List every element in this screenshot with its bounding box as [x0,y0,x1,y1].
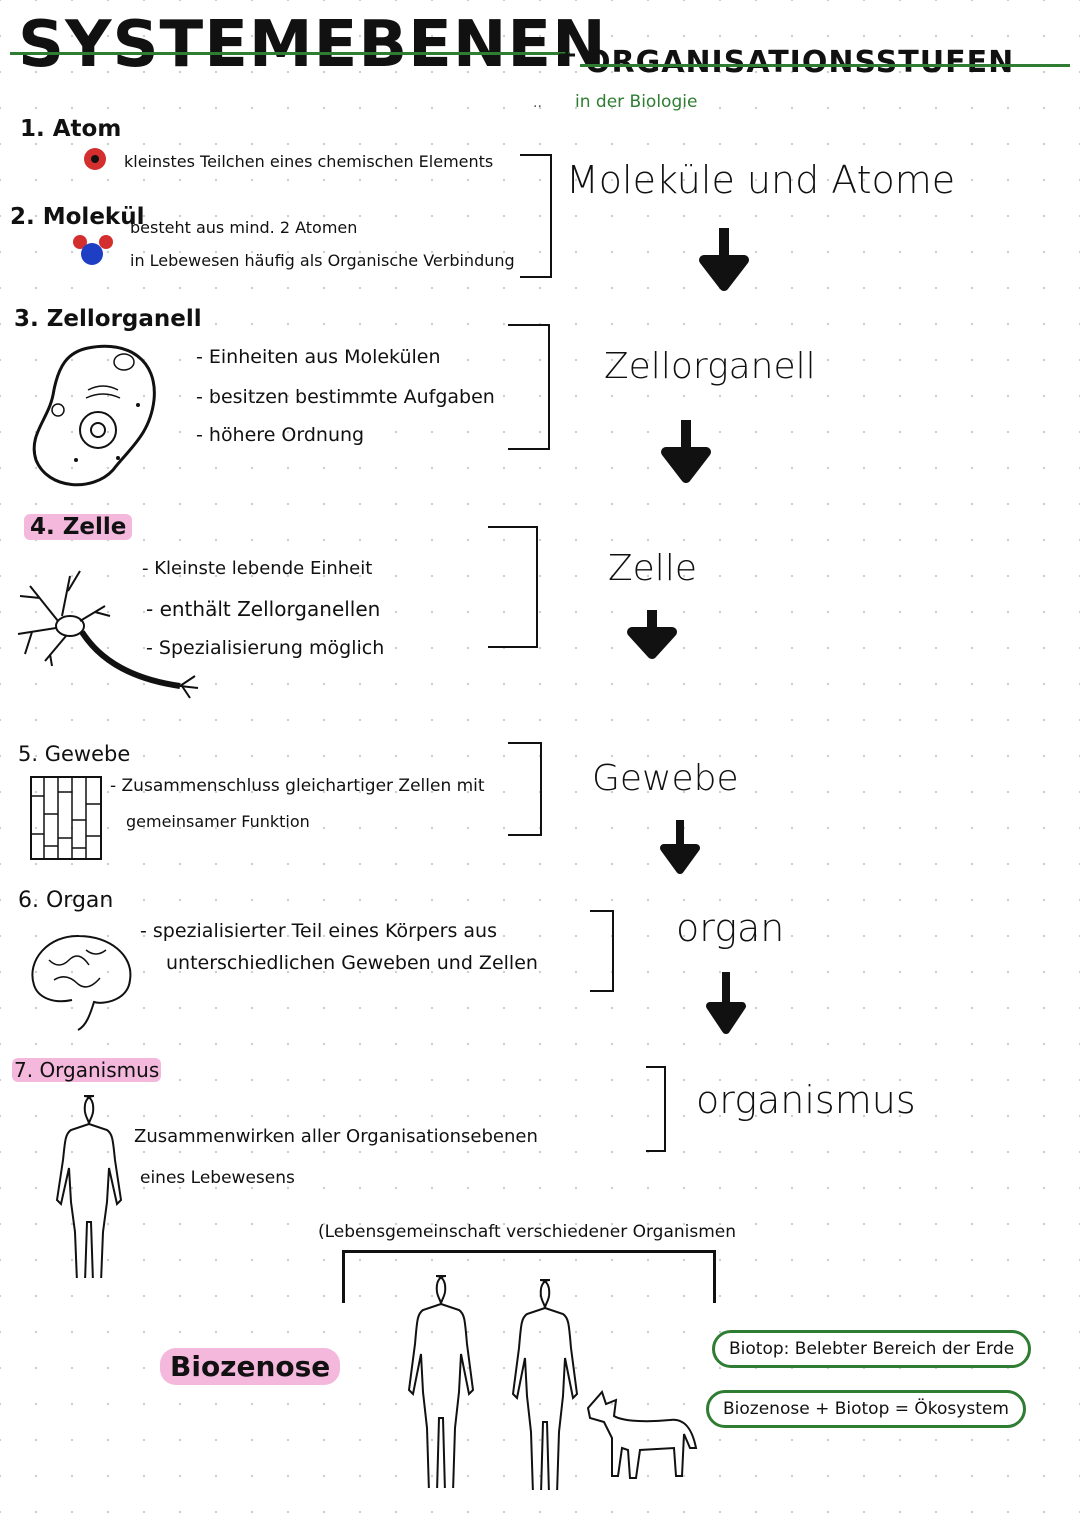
level-cell-heading-wrap: 4. Zelle [24,514,133,540]
biozenose-note: (Lebensgemeinschaft verschiedener Organi… [318,1222,737,1242]
molecule-line-1: besteht aus mind. 2 Atomen [130,218,358,237]
atom-line-1: kleinstes Teilchen eines chemischen Elem… [124,152,494,171]
arrow-down-icon [699,228,749,291]
right-label-cell: Zelle [608,548,697,589]
bracket-organ [590,910,614,992]
right-label-organism: organismus [696,1078,916,1122]
level-tissue-heading: 5. Gewebe [18,742,131,766]
biozenose-label: Biozenose [160,1348,341,1385]
arrow-down-icon [627,610,677,659]
plus-sign: + [556,40,578,70]
tissue-icon [30,776,102,860]
level-molecule-heading: 2. Molekül [10,204,145,230]
biozenose-bracket [342,1250,716,1303]
page-title-secondary: ORGANISATIONSSTUFEN [585,45,1015,80]
cell-line-1: - Kleinste lebende Einheit [142,558,373,579]
neuron-icon [17,570,199,699]
arrow-down-icon [661,420,711,483]
arrow-down-icon [706,972,746,1034]
bracket-tissue [508,742,542,836]
organelle-line-1: - Einheiten aus Molekülen [196,346,441,368]
organ-line-2: unterschiedlichen Geweben und Zellen [166,952,538,974]
human-figure-icon [55,1095,123,1278]
title-underline [10,52,570,55]
level-organ-heading: 6. Organ [18,888,114,913]
brain-icon [31,934,132,1031]
page-title: SYSTEMEBENEN [18,8,607,82]
organelle-line-2: - besitzen bestimmte Aufgaben [196,386,495,408]
right-label-organelle: Zellorganell [604,346,816,387]
level-organism-heading-wrap: 7. Organismus [12,1058,162,1082]
cell-line-3: - Spezialisierung möglich [146,637,385,659]
right-label-molecules-atoms: Moleküle und Atome [566,158,956,202]
level-atom-heading: 1. Atom [20,116,122,142]
biozenose-label-wrap: Biozenose [160,1348,341,1385]
tissue-line-1: - Zusammenschluss gleichartiger Zellen m… [110,776,485,796]
cell-line-2: - enthält Zellorganellen [146,597,381,621]
organism-line-1: Zusammenwirken aller Organisationsebenen [134,1126,538,1147]
right-label-tissue: Gewebe [592,758,739,799]
human-figure-icon [511,1279,579,1490]
bracket-cell [488,526,538,648]
level-organelle-heading: 3. Zellorganell [14,306,202,332]
right-label-organ: organ [676,906,785,950]
molecule-icon [73,235,113,265]
tissue-line-2: gemeinsamer Funktion [126,812,310,831]
cloud-biotop: Biotop: Belebter Bereich der Erde [712,1330,1032,1368]
bracket-organelle [508,324,550,450]
arrow-down-icon [660,820,700,874]
organelle-line-3: - höhere Ordnung [196,424,365,446]
molecule-line-2: in Lebewesen häufig als Organische Verbi… [130,251,515,270]
cell-organelle-icon [32,344,156,487]
level-cell-heading: 4. Zelle [24,514,133,540]
bracket-organism [646,1066,666,1152]
bracket-atom-molecule [520,154,552,278]
organism-line-2: eines Lebewesens [140,1168,295,1188]
page-subtitle: in der Biologie [575,92,698,112]
organ-line-1: - spezialisierter Teil eines Körpers aus [140,920,498,942]
cloud-oekosystem: Biozenose + Biotop = Ökosystem [706,1390,1026,1428]
dog-icon [586,1390,698,1479]
title2-underline [580,64,1070,67]
dots: .. [533,95,542,111]
level-organism-heading: 7. Organismus [12,1058,162,1082]
human-figure-icon [407,1275,475,1488]
atom-icon [84,148,106,170]
